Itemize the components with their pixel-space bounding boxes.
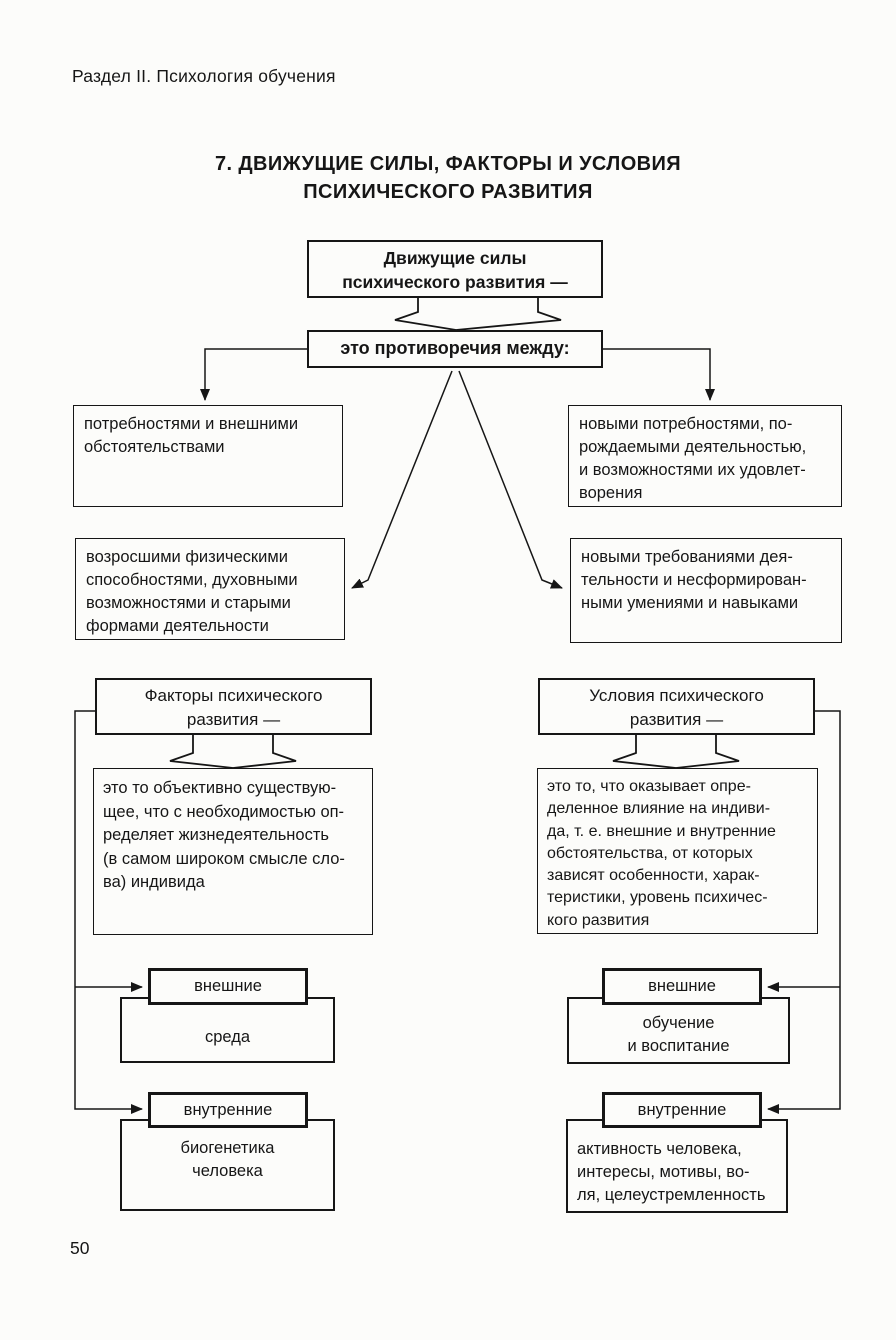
conditions-definition-box: это то, что оказывает опре- деленное вли… bbox=[537, 768, 818, 934]
block-arrow-down-conditions bbox=[612, 735, 740, 769]
block-arrow-down-factors bbox=[169, 735, 297, 769]
running-header: Раздел II. Психология обучения bbox=[72, 66, 336, 86]
factors-header-box: Факторы психического развития — bbox=[95, 678, 372, 735]
contradiction-grown-abilities-box: возросшими физическими способностями, ду… bbox=[75, 538, 345, 640]
conditions-external-content: обучение и воспитание bbox=[627, 1014, 730, 1055]
conditions-internal-label-box: внутренние bbox=[602, 1092, 762, 1128]
conditions-external-label-box: внешние bbox=[602, 968, 762, 1005]
block-arrow-down-top bbox=[394, 298, 562, 331]
conditions-external-content-box: обучение и воспитание bbox=[567, 997, 790, 1064]
connector-to-grown-abilities bbox=[351, 370, 453, 589]
chapter-title-line1: 7. ДВИЖУЩИЕ СИЛЫ, ФАКТОРЫ И УСЛОВИЯ bbox=[214, 153, 682, 175]
factors-internal-content-box: биогенетика человека bbox=[120, 1119, 335, 1211]
factors-definition-box: это то объективно существую- щее, что с … bbox=[93, 768, 373, 935]
connector-to-new-needs bbox=[603, 348, 715, 401]
factors-external-content-box: среда bbox=[120, 997, 335, 1063]
chapter-title: 7. ДВИЖУЩИЕ СИЛЫ, ФАКТОРЫ И УСЛОВИЯ ПСИХ… bbox=[0, 150, 896, 206]
conditions-header-box: Условия психического развития — bbox=[538, 678, 815, 735]
connector-to-new-requirements bbox=[458, 370, 563, 589]
conditions-internal-content: активность человека, интересы, мотивы, в… bbox=[577, 1140, 766, 1204]
conditions-internal-content-box: активность человека, интересы, мотивы, в… bbox=[566, 1119, 788, 1213]
contradiction-new-requirements-box: новыми требованиями дея- тельности и нес… bbox=[570, 538, 842, 643]
factors-internal-content: биогенетика человека bbox=[180, 1139, 275, 1180]
factors-internal-label-box: внутренние bbox=[148, 1092, 308, 1128]
contradiction-new-needs-box: новыми потребностями, по- рождаемыми дея… bbox=[568, 405, 842, 507]
factors-external-content: среда bbox=[204, 1027, 251, 1046]
contradictions-box: это противоречия между: bbox=[307, 330, 603, 368]
chapter-title-line2: ПСИХИЧЕСКОГО РАЗВИТИЯ bbox=[303, 181, 593, 203]
connector-to-needs-external bbox=[200, 348, 307, 401]
contradiction-needs-external-box: потребностями и внешними обстоятельствам… bbox=[73, 405, 343, 507]
page-number: 50 bbox=[70, 1238, 90, 1258]
driving-forces-box: Движущие силы психического развития — bbox=[307, 240, 603, 298]
factors-external-label-box: внешние bbox=[148, 968, 308, 1005]
